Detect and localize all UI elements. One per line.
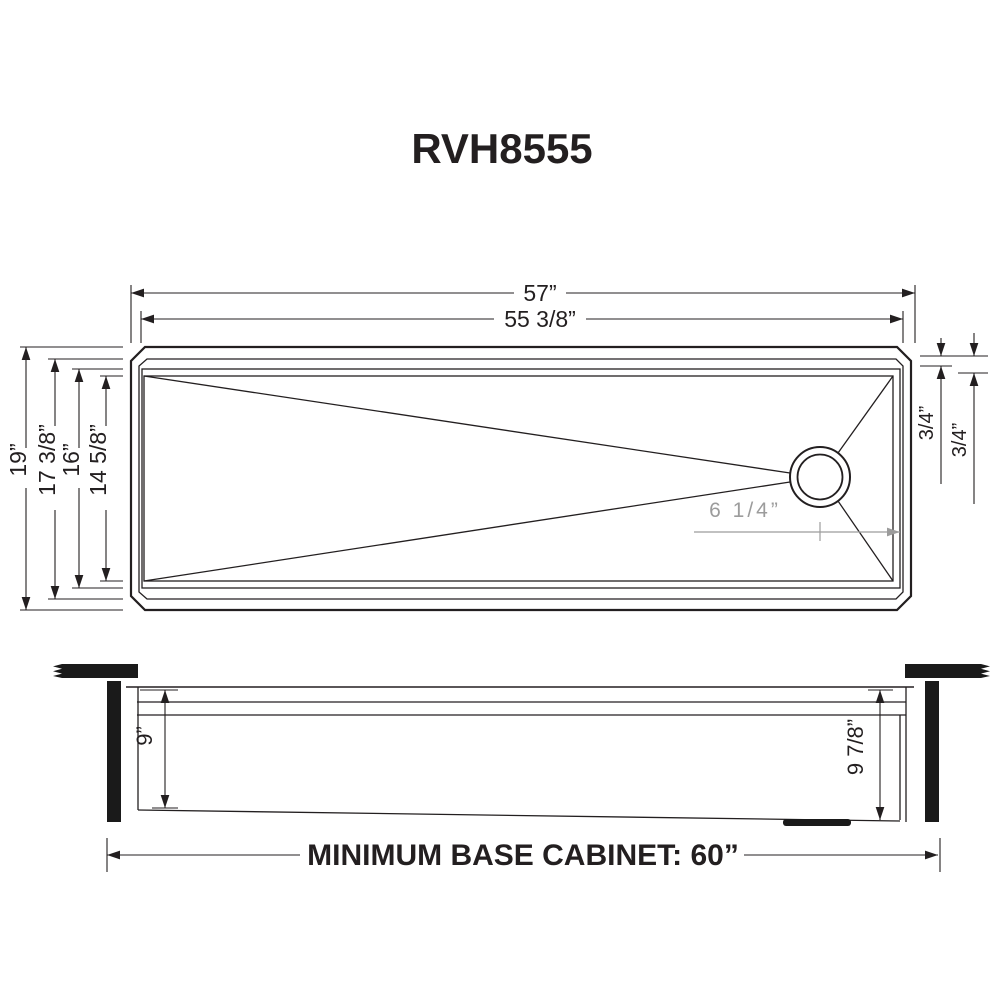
sink-outer-outline: [129, 345, 913, 612]
dim-rim-offset-b: 3/4”: [949, 333, 988, 504]
dim-rim-offset-a: 3/4”: [916, 338, 988, 484]
page-title: RVH8555: [411, 125, 592, 172]
countertop-right: [905, 664, 990, 678]
dim-label-17-3-8: 17 3/8”: [34, 424, 60, 496]
drain-inner-circle: [796, 453, 844, 501]
dim-depth-left: 9”: [132, 689, 178, 809]
dim-label-14-5-8: 14 5/8”: [85, 424, 111, 496]
drain-outer-circle: [789, 446, 851, 508]
dim-bowl-bottom-depth: 14 5/8”: [85, 375, 123, 582]
dim-label-3-4-a: 3/4”: [916, 406, 938, 440]
dim-label-3-4-b: 3/4”: [949, 423, 971, 457]
slope-line-bottom-right: [837, 500, 894, 582]
drain-boss: [783, 819, 851, 826]
top-view: 57” 55 3/8” 19” 17 3/8”: [5, 280, 988, 612]
dim-label-57: 57”: [523, 280, 556, 306]
dim-label-55-3-8: 55 3/8”: [504, 306, 576, 332]
cabinet-wall-left: [107, 681, 121, 822]
dim-overall-width: 57”: [130, 280, 916, 343]
dim-label-9: 9”: [132, 726, 157, 746]
dim-depth-right: 9 7/8”: [843, 689, 893, 820]
dim-label-19: 19”: [5, 443, 31, 476]
dim-inner-width: 55 3/8”: [140, 306, 904, 343]
bowl-bottom-edge: [143, 375, 894, 582]
dim-label-16: 16”: [58, 443, 84, 476]
bowl-top-edge: [141, 368, 901, 589]
cabinet-note-label: MINIMUM BASE CABINET: 60”: [307, 839, 739, 872]
bowl-bottom-slope: [137, 809, 901, 822]
dim-base-cabinet: MINIMUM BASE CABINET: 60”: [106, 838, 941, 872]
countertop-left: [53, 664, 138, 678]
dim-label-9-7-8: 9 7/8”: [843, 719, 868, 775]
dim-drain-offset: 6 1/4”: [694, 499, 900, 541]
cabinet-wall-right: [925, 681, 939, 822]
dim-rim-depth: 17 3/8”: [34, 358, 123, 600]
dim-label-6-1-4: 6 1/4”: [709, 499, 781, 522]
side-view: 9” 9 7/8” MINIMUM BASE CABINET: 60”: [53, 664, 990, 872]
slope-line-top-left: [143, 375, 791, 474]
dim-bowl-top-depth: 16”: [58, 368, 123, 589]
slope-line-bottom-left: [143, 481, 791, 582]
sink-inner-outline: [138, 358, 904, 600]
dim-overall-depth: 19”: [5, 346, 123, 611]
slope-line-top-right: [837, 375, 894, 454]
